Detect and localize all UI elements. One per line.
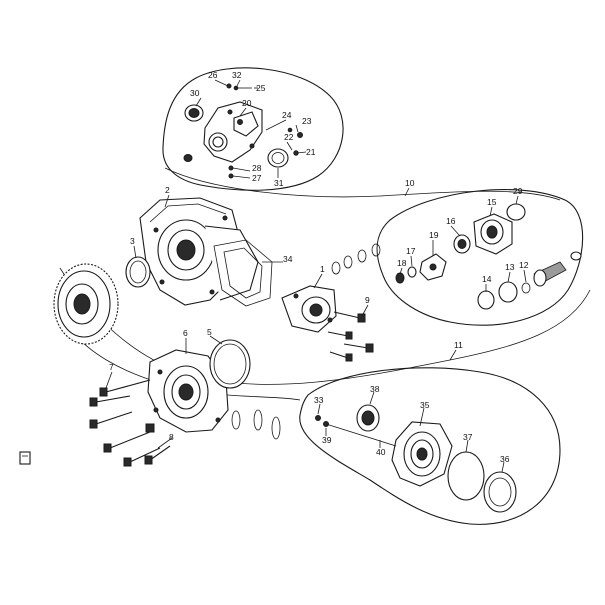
callout-16: 16: [446, 216, 456, 226]
callout-19: 19: [429, 230, 439, 240]
callout-5: 5: [207, 327, 212, 337]
callout-14: 14: [482, 274, 492, 284]
plug-upper: [183, 154, 193, 162]
callout-22: 22: [284, 132, 294, 142]
callout-34: 34: [283, 254, 293, 264]
bearing-13: [498, 281, 518, 303]
callout-40: 40: [376, 447, 386, 457]
o-ring-d: [331, 261, 341, 275]
bolts-7-8: [89, 379, 171, 467]
callout-11: 11: [454, 340, 463, 350]
callout-17: 17: [406, 246, 416, 256]
callout-37: 37: [463, 432, 473, 442]
callout-28: 28: [252, 163, 262, 173]
bolts-9: [327, 311, 374, 362]
right-output-assembly-outline: [376, 189, 584, 326]
callout-39: 39: [322, 435, 332, 445]
bearing-14: [477, 290, 495, 310]
gasket-5-inner: [213, 343, 247, 385]
callout-6: 6: [183, 328, 188, 338]
callout-labels: 1 2 3 4 5 6 7 8 9 10 11 12 13 14 15 16 1…: [109, 70, 529, 464]
callout-10: 10: [405, 178, 415, 188]
main-housing-2: [139, 197, 259, 306]
upper-assembly-outline: [162, 67, 344, 191]
band-outline-10: [164, 167, 561, 201]
seal-38: [356, 404, 380, 432]
clip-part: [19, 451, 31, 465]
callout-21: 21: [306, 147, 316, 157]
callout-23: 23: [302, 116, 312, 126]
flange-19: [419, 253, 447, 281]
o-ring-e: [343, 255, 353, 269]
o-ring-3: [125, 256, 151, 288]
housing-35: [391, 421, 453, 487]
callout-30: 30: [190, 88, 200, 98]
o-ring-f: [357, 249, 367, 263]
lower-output-assembly-outline: [299, 367, 561, 525]
callout-20: 20: [242, 98, 252, 108]
leader-lines: [105, 79, 527, 473]
callout-8: 8: [169, 432, 174, 442]
callout-27: 27: [252, 173, 262, 183]
output-shaft: [533, 261, 567, 287]
callout-26: 26: [208, 70, 218, 80]
callout-35: 35: [420, 400, 430, 410]
nut-18: [395, 272, 405, 284]
seal-36: [483, 471, 517, 513]
callout-1: 1: [320, 264, 325, 274]
o-ring-29: [506, 203, 526, 221]
washer-17: [407, 266, 417, 278]
gasket-5: [209, 339, 251, 389]
gasket-34: [213, 239, 273, 307]
hub-15: [473, 213, 513, 255]
plug-right: [570, 251, 582, 261]
band-outline-11: [59, 267, 591, 385]
callout-31: 31: [274, 178, 284, 188]
o-ring-b: [271, 416, 281, 440]
bearing-16: [453, 234, 471, 254]
callout-15: 15: [487, 197, 497, 207]
ring-gear: [53, 263, 119, 345]
callout-33: 33: [314, 395, 324, 405]
callout-18: 18: [397, 258, 407, 268]
callout-3: 3: [130, 236, 135, 246]
upper-gear-housing: [203, 101, 263, 163]
o-ring-c: [231, 410, 241, 430]
callout-12: 12: [519, 260, 529, 270]
o-ring-g: [371, 243, 381, 257]
callout-25: 25: [256, 83, 266, 93]
seal-31: [267, 148, 289, 168]
flange-1: [281, 285, 337, 333]
callout-9: 9: [365, 295, 370, 305]
callout-7: 7: [109, 362, 114, 372]
bolt-33-39: [315, 415, 397, 447]
o-ring-37: [447, 451, 485, 501]
seal-30: [184, 104, 204, 122]
callout-24: 24: [282, 110, 292, 120]
callout-29: 29: [513, 186, 523, 196]
callout-32: 32: [232, 70, 242, 80]
callout-36: 36: [500, 454, 510, 464]
callout-38: 38: [370, 384, 380, 394]
seal-12: [521, 282, 531, 294]
o-ring-a: [253, 409, 263, 431]
callout-13: 13: [505, 262, 515, 272]
callout-2: 2: [165, 185, 170, 195]
